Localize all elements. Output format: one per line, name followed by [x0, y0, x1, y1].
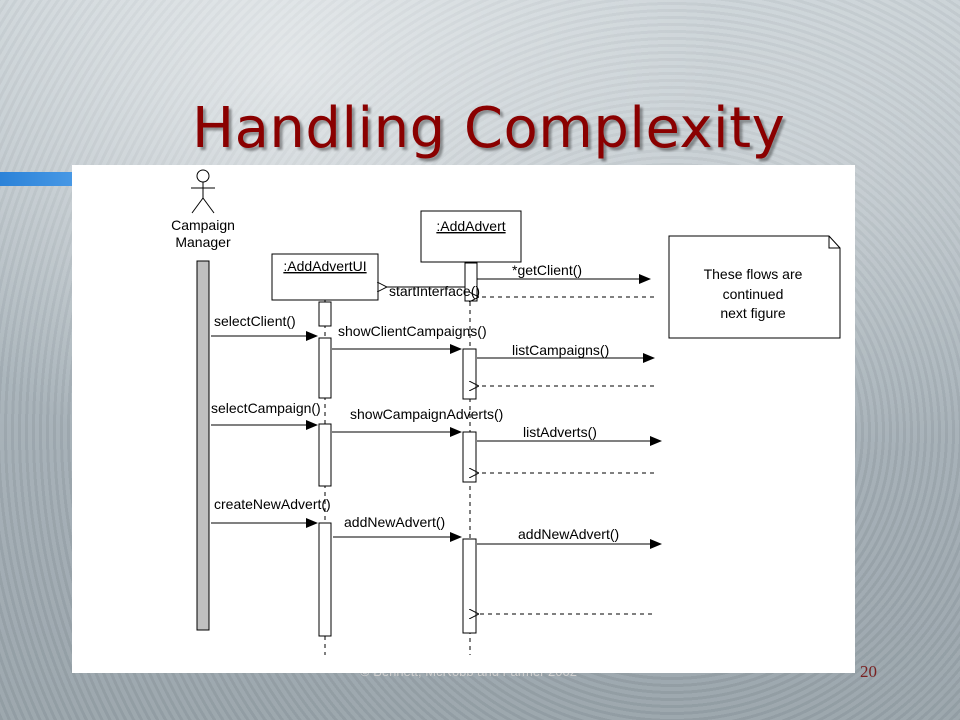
note-line3: next figure: [720, 305, 786, 321]
message-label-addnewadvert-2: addNewAdvert(): [518, 526, 619, 542]
page-number: 20: [860, 662, 877, 681]
actor-label-line1: Campaign: [171, 217, 235, 233]
activation-ui-2: [318, 337, 332, 399]
object-label-addadvert: :AddAdvert: [436, 218, 505, 234]
object-box-addadvertui: [271, 253, 379, 301]
message-label-addnewadvert-1: addNewAdvert(): [344, 514, 445, 530]
object-label-addadvertui: :AddAdvertUI: [283, 258, 366, 274]
sequence-diagram-svg: Campaign Manager :AddAdvertUI :AddAdvert…: [171, 169, 841, 655]
note-box: [668, 235, 841, 339]
actor-icon: [191, 169, 215, 214]
activation-ad-3: [462, 431, 477, 483]
message-label-getclient: *getClient(): [512, 262, 582, 278]
actor-label-line2: Manager: [175, 234, 231, 250]
sequence-diagram: Campaign Manager :AddAdvertUI :AddAdvert…: [72, 165, 855, 673]
message-label-showclientcampaigns: showClientCampaigns(): [338, 323, 487, 339]
message-label-listadverts: listAdverts(): [523, 424, 597, 440]
message-label-selectcampaign: selectCampaign(): [211, 400, 321, 416]
actor-activation-bar: [196, 260, 210, 631]
activation-ui-1: [318, 301, 332, 327]
message-label-showcampaignadverts: showCampaignAdverts(): [350, 406, 503, 422]
note-line2: continued: [723, 286, 784, 302]
accent-bar: [0, 172, 80, 186]
note-fold: [828, 236, 840, 249]
note-line1: These flows are: [704, 266, 803, 282]
activation-ad-4: [462, 538, 477, 634]
message-label-createnewadvert: createNewAdvert(): [214, 496, 331, 512]
message-label-selectclient: selectClient(): [214, 313, 296, 329]
activation-ui-3: [318, 423, 332, 487]
activation-ui-4: [318, 522, 332, 637]
object-box-addadvert: [420, 210, 522, 263]
activation-ad-2: [462, 348, 477, 400]
message-label-listcampaigns: listCampaigns(): [512, 342, 609, 358]
message-label-startinterface: startInterface(): [389, 283, 480, 299]
slide-title: Handling Complexity: [192, 96, 786, 161]
